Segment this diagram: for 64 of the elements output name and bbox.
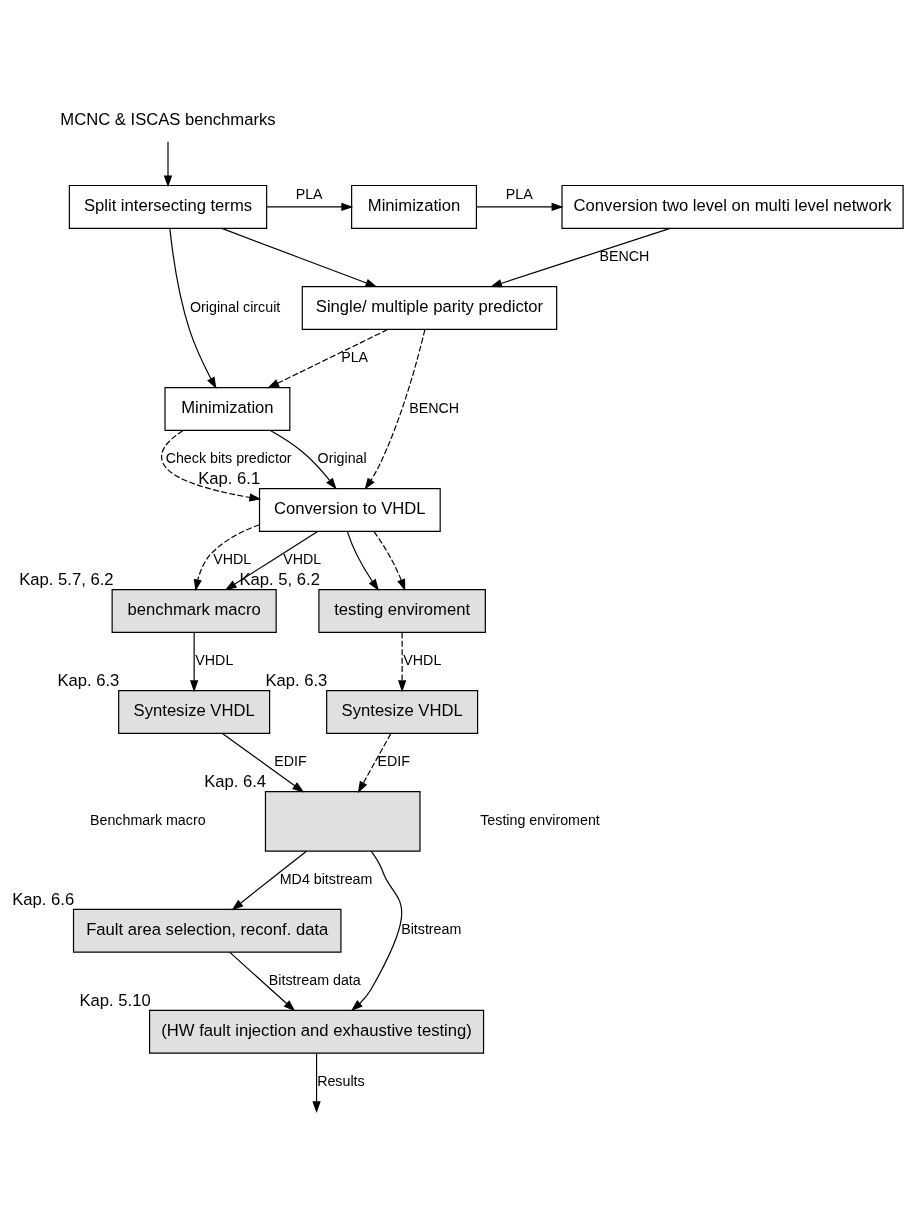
node-box: Single/ multiple parity predictor [301,285,558,330]
node-box: Minimization [351,184,477,229]
arrow [169,228,217,390]
edge-label: VHDL [195,652,234,669]
label: Benchmark macro [89,812,206,829]
arrow [364,329,426,490]
edge-label: VHDL [283,551,322,568]
node-box: Split intersecting terms [68,184,268,229]
arrow [357,733,392,794]
arrow [312,1052,321,1114]
arrow [190,632,199,693]
arrow [221,227,378,288]
arrow [221,733,305,793]
edge-label: Bitstream [401,921,462,938]
node-label: Kap. 6.1 [198,469,261,489]
arrow [161,429,262,502]
node-box: (HW fault injection and exhaustive testing) [148,1009,485,1054]
arrow [266,202,354,212]
node-box: benchmark macro [111,589,277,633]
edge-label: Bitstream data [268,971,361,988]
arrow [229,951,296,1012]
arrow [490,227,671,288]
arrow [224,531,319,591]
node-text: MCNC & ISCAS benchmarks [60,109,276,129]
arrow [231,850,307,911]
arrow [163,141,173,188]
node-label: Kap. 6.3 [57,671,120,691]
arrow [267,328,389,389]
edge-label: VHDL [213,551,252,568]
edge-label: Check bits predictor [165,450,292,467]
node-box: Fault area selection, reconf. data [72,908,342,953]
node-box: Minimization [164,386,291,431]
arrow [373,531,406,592]
arrow [397,632,407,693]
edge-label: Original [317,450,367,467]
edge-label: BENCH [599,248,650,265]
node-box: Conversion two level on multi level network [561,184,904,229]
edge-label: PLA [341,349,369,366]
arrow [351,850,403,1012]
arrow [476,202,564,212]
node-box [264,791,421,852]
node-box: Conversion to VHDL [258,488,441,532]
node-label: Kap. 6.4 [204,772,267,792]
arrow [193,524,261,592]
node-label: Kap. 6.6 [12,889,75,909]
edge-label: Results [317,1072,365,1089]
arrow [269,429,337,490]
edge-label: EDIF [377,753,411,770]
node-label: Kap. 5, 6.2 [239,570,320,590]
node-label: Kap. 6.3 [265,671,328,691]
edge-label: Original circuit [190,298,281,315]
node-box: Syntesize VHDL [118,690,271,735]
edge-label: PLA [295,186,323,203]
node-box: Syntesize VHDL [326,690,479,735]
edge-label: VHDL [403,652,442,669]
edge-label: BENCH [409,399,460,416]
node-label: Kap. 5.10 [79,990,151,1010]
node-label: Kap. 5.7, 6.2 [19,570,114,590]
edge-label: PLA [505,186,533,203]
edge-label: EDIF [274,753,307,770]
label: Testing enviroment [480,812,600,829]
edge-label: MD4 bitstream [279,870,373,887]
node-box: testing enviroment [318,589,486,633]
arrow [346,531,380,591]
